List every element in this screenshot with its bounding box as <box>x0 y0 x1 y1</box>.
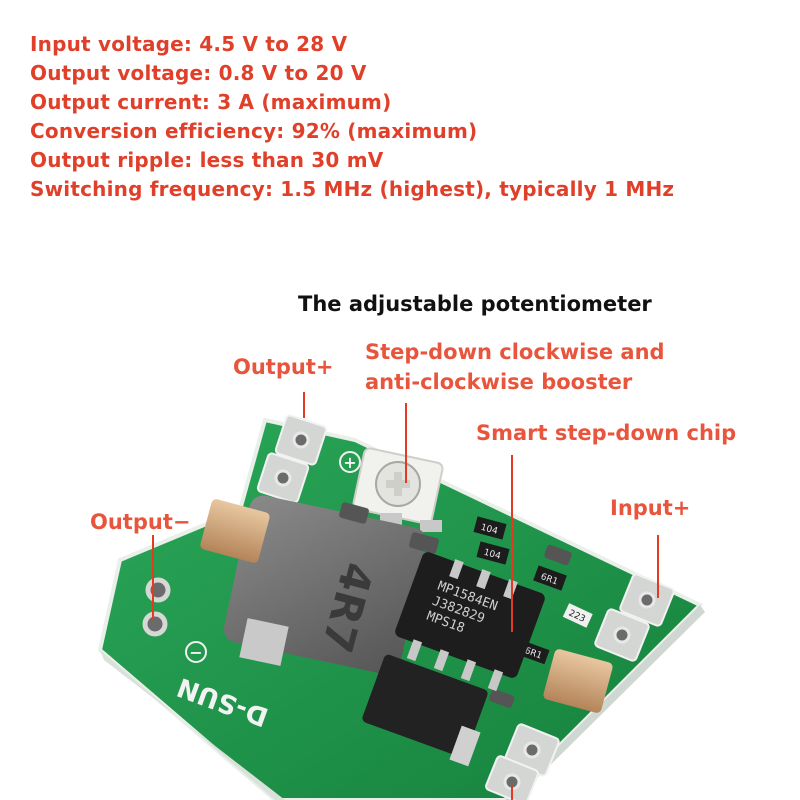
svg-text:−: − <box>189 643 202 662</box>
potentiometer-title: The adjustable potentiometer <box>298 292 652 316</box>
pointer-lines <box>152 392 659 800</box>
spec-input-voltage: Input voltage: 4.5 V to 28 V <box>30 32 348 56</box>
spec-output-voltage: Output voltage: 0.8 V to 20 V <box>30 61 367 85</box>
capacitor-left <box>200 499 270 563</box>
input-plus-label: Input+ <box>610 496 691 520</box>
diode <box>362 654 488 767</box>
minus-mark <box>185 641 207 663</box>
step-down-label-line1: Step-down clockwise and <box>365 340 665 364</box>
output-plus-label: Output+ <box>233 355 334 379</box>
svg-text:104: 104 <box>479 523 498 537</box>
spec-list: Input voltage: 4.5 V to 28 V Output volt… <box>30 30 674 204</box>
inductor: 4R7 <box>223 495 427 675</box>
svg-text:104: 104 <box>482 548 501 562</box>
step-down-label-line2: anti-clockwise booster <box>365 370 633 394</box>
spec-switching-frequency: Switching frequency: 1.5 MHz (highest), … <box>30 177 675 201</box>
plus-mark <box>339 451 361 473</box>
svg-text:+: + <box>343 453 356 472</box>
smart-chip-label: Smart step-down chip <box>476 421 737 445</box>
spec-output-current: Output current: 3 A (maximum) <box>30 90 392 114</box>
output-minus-label: Output− <box>90 510 191 534</box>
capacitor-right <box>543 649 613 713</box>
potentiometer <box>352 447 444 532</box>
spec-efficiency: Conversion efficiency: 92% (maximum) <box>30 119 478 143</box>
output-minus-pads <box>142 577 171 637</box>
step-down-chip: MP1584EN J382829 MPS18 <box>395 552 545 692</box>
spec-ripple: Output ripple: less than 30 mV <box>30 148 384 172</box>
